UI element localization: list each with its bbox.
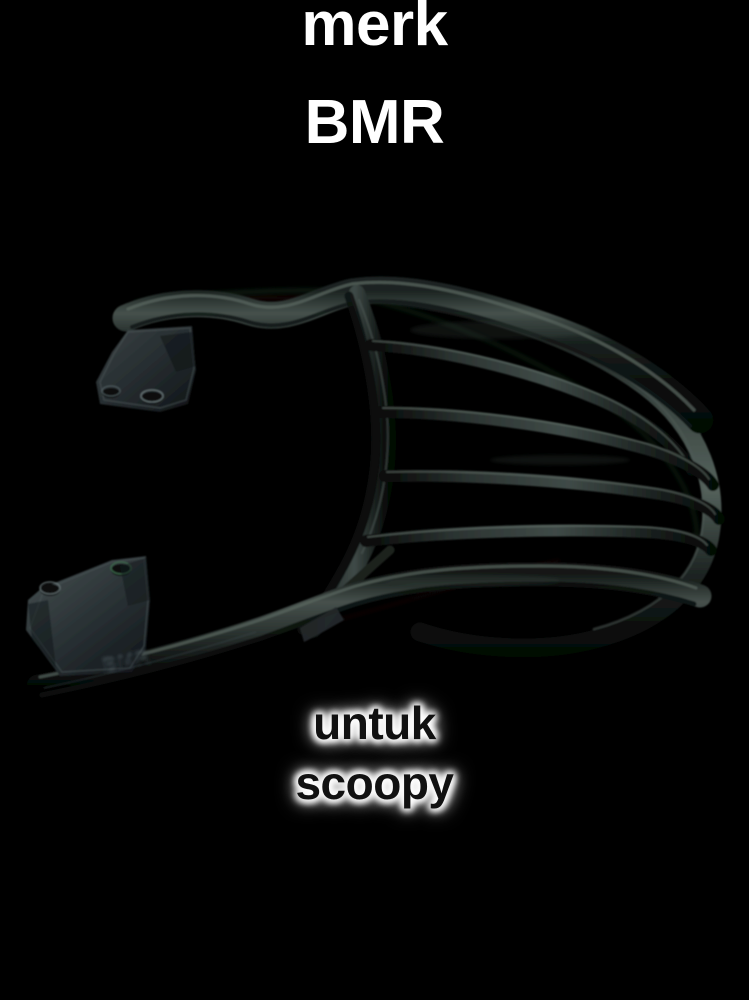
caption-untuk: untuk [313, 697, 436, 749]
caption-merk: merk [301, 0, 448, 59]
caption-bmr: BMR [304, 88, 445, 157]
caption-scoopy: scoopy [295, 757, 454, 809]
